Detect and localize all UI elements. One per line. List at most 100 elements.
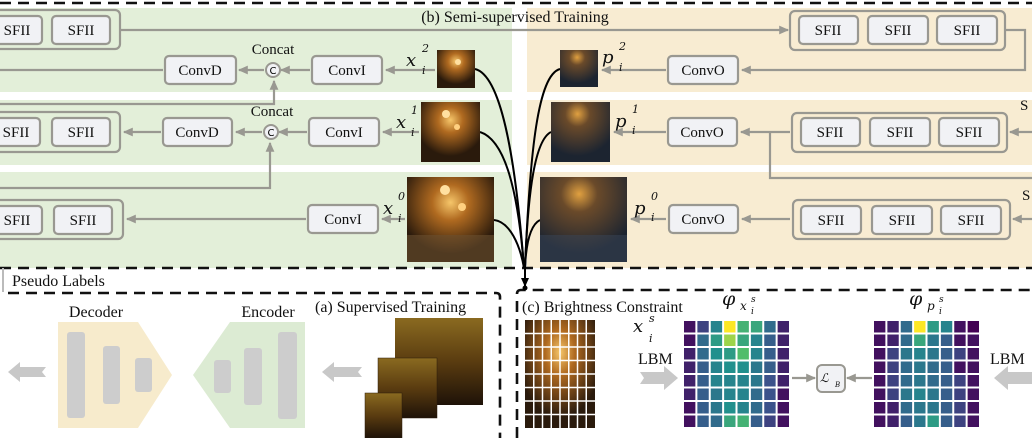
heatmap-cell <box>927 415 939 427</box>
heatmap-cell <box>750 415 763 427</box>
heatmap-cell <box>914 388 926 400</box>
heatmap-cell <box>927 388 939 400</box>
heatmap-cell <box>900 402 913 414</box>
heatmap-cell <box>914 402 926 414</box>
svg-text:1: 1 <box>411 104 418 117</box>
heatmap-cell <box>927 334 939 346</box>
heatmap-cell <box>874 415 886 427</box>
sfii-label: SFII <box>68 125 95 141</box>
grid-input-image <box>525 320 595 428</box>
convi-block-2: ConvI <box>307 116 381 148</box>
heatmap-cell <box>887 361 899 373</box>
heatmap-cell <box>737 388 749 400</box>
heatmap-cell <box>940 334 953 346</box>
heatmap-cell <box>750 402 763 414</box>
heatmap-cell <box>874 361 886 373</box>
heatmap-cell <box>764 321 776 333</box>
heatmap-cell <box>710 361 723 373</box>
encoder-label: Encoder <box>241 304 295 321</box>
heatmap-cell <box>710 402 723 414</box>
output-image-scale-2 <box>560 50 598 87</box>
heatmap-cell <box>724 415 736 427</box>
heatmap-cell <box>900 415 913 427</box>
heatmap-cell <box>697 402 709 414</box>
lbm-arrow-icon <box>994 366 1032 390</box>
svg-text:p: p <box>615 111 627 132</box>
heatmap-cell <box>697 361 709 373</box>
svg-text:i: i <box>619 61 623 74</box>
lbm-arrow-icon <box>640 366 678 390</box>
heatmap-cell <box>967 361 979 373</box>
heatmap-cell <box>737 321 749 333</box>
svg-text:φ: φ <box>722 288 736 310</box>
convd-block-1: ConvD <box>163 54 238 86</box>
heatmap-cell <box>940 348 953 360</box>
heatmap-cell <box>724 361 736 373</box>
training-image-stack <box>364 318 483 438</box>
heatmap-cell <box>914 375 926 387</box>
heatmap-cell <box>954 388 966 400</box>
svg-text:s: s <box>751 295 756 305</box>
brightness-heatmap-p <box>874 321 979 427</box>
convi-block-1: ConvI <box>310 54 384 86</box>
heatmap-cell <box>967 415 979 427</box>
sfii-group-left-1: SFII SFII <box>0 8 122 51</box>
heatmap-cell <box>777 388 789 400</box>
heatmap-cell <box>764 375 776 387</box>
heatmap-cell <box>954 334 966 346</box>
heatmap-cell <box>737 375 749 387</box>
convo-label: ConvO <box>681 63 725 79</box>
p-i-0-label: p 0 i <box>634 190 658 224</box>
heatmap-cell <box>777 361 789 373</box>
sfii-label: SFII <box>4 213 31 229</box>
heatmap-cell <box>927 375 939 387</box>
input-image-scale-1 <box>421 102 480 162</box>
heatmap-cell <box>750 388 763 400</box>
sfii-label: SFII <box>4 23 31 39</box>
heatmap-cell <box>914 415 926 427</box>
brightness-title: (c) Brightness Constraint <box>522 299 683 316</box>
heatmap-cell <box>967 388 979 400</box>
svg-text:x: x <box>383 198 393 219</box>
convi-label: ConvI <box>328 63 366 79</box>
sfii-label: SFII <box>68 23 95 39</box>
heatmap-cell <box>684 334 696 346</box>
concat-label: Concat <box>251 104 294 120</box>
clipped-label: S <box>1020 98 1028 114</box>
svg-text:0: 0 <box>651 190 658 203</box>
heatmap-cell <box>764 415 776 427</box>
heatmap-cell <box>887 321 899 333</box>
convd-label: ConvD <box>175 125 219 141</box>
heatmap-cell <box>764 388 776 400</box>
supervised-title: (a) Supervised Training <box>315 299 466 316</box>
svg-text:i: i <box>411 126 415 139</box>
heatmap-cell <box>697 388 709 400</box>
sfii-group-left-3: SFII SFII <box>0 198 125 241</box>
heatmap-cell <box>887 415 899 427</box>
heatmap-cell <box>914 348 926 360</box>
heatmap-cell <box>777 402 789 414</box>
heatmap-cell <box>684 361 696 373</box>
heatmap-cell <box>684 375 696 387</box>
output-image-scale-1 <box>551 102 610 162</box>
heatmap-cell <box>887 388 899 400</box>
input-image-scale-2 <box>437 50 475 88</box>
heatmap-cell <box>684 321 696 333</box>
sfii-label: SFII <box>817 125 844 141</box>
heatmap-cell <box>724 334 736 346</box>
svg-text:x: x <box>740 299 747 313</box>
lbm-label: LBM <box>638 351 673 368</box>
heatmap-cell <box>900 321 913 333</box>
heatmap-cell <box>940 361 953 373</box>
p-i-1-label: p 1 i <box>615 103 639 137</box>
flow-arrow-icon <box>8 362 362 382</box>
p-i-2-label: p 2 i <box>602 40 626 74</box>
svg-text:φ: φ <box>909 288 923 310</box>
heatmap-cell <box>900 388 913 400</box>
heatmap-cell <box>750 348 763 360</box>
heatmap-cell <box>777 348 789 360</box>
heatmap-cell <box>967 321 979 333</box>
heatmap-cell <box>900 348 913 360</box>
sfii-label: SFII <box>3 125 30 141</box>
